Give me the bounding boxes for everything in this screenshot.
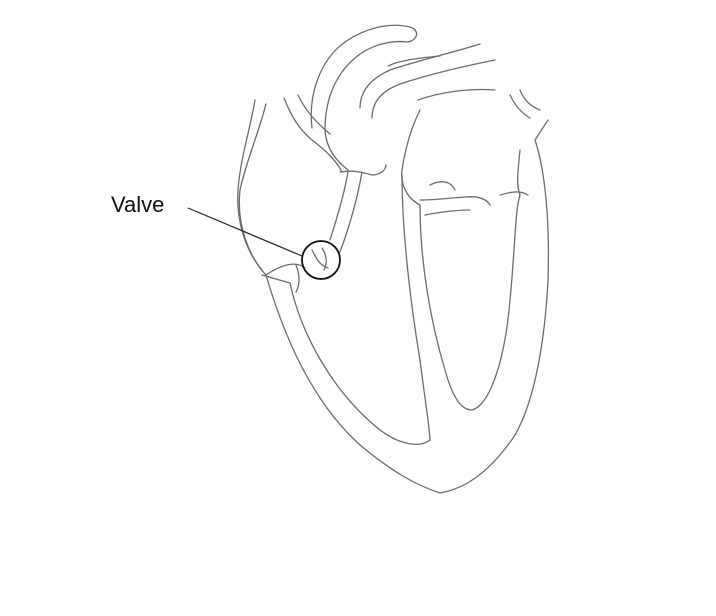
- valve-label: Valve: [111, 192, 164, 217]
- valve-pointer-line: [187, 207, 303, 257]
- valve-highlight-circle: [301, 240, 341, 280]
- heart-outline: [237, 24, 550, 494]
- valve-annotation: Valve: [111, 192, 341, 280]
